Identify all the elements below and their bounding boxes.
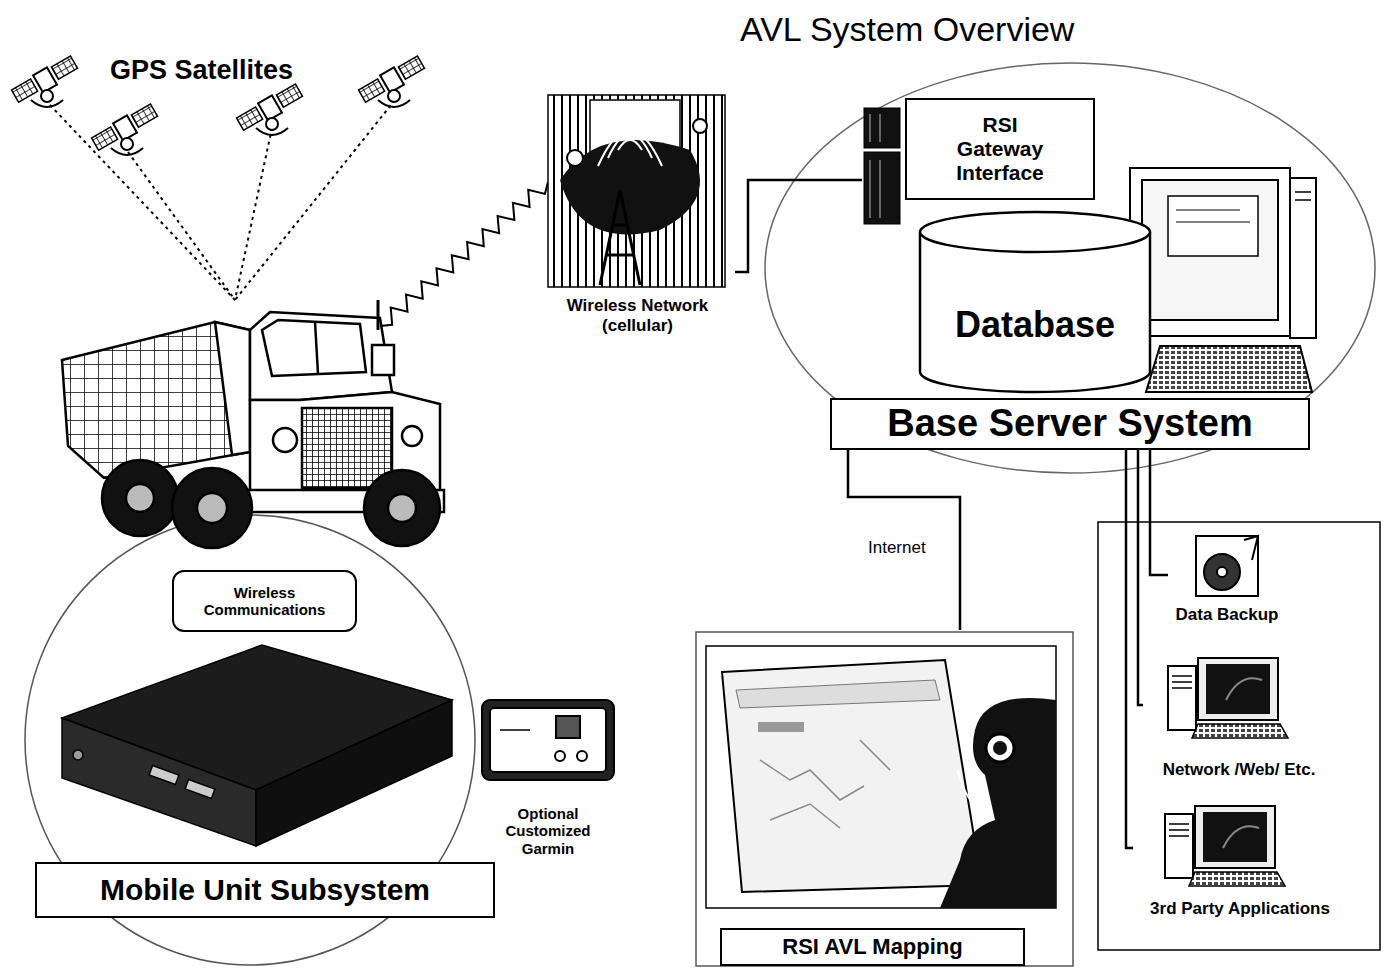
diagram-node: Base Server System RSI Gateway InterfaceD… — [765, 65, 1375, 450]
connector-line — [848, 450, 960, 630]
node-text: RSI Gateway Interface — [945, 113, 1055, 185]
node-text: Wireless Network (cellular) — [555, 296, 720, 335]
node-text: Mobile Unit Subsystem — [100, 873, 430, 908]
diagram-node: Wireless Communications — [172, 570, 357, 632]
item-label: Network /Web/ Etc. — [1143, 756, 1335, 784]
item-label: 3rd Party Applications — [1133, 895, 1347, 923]
node-text: Data Backup — [1176, 605, 1279, 625]
diagram-node: Network /Web/ Etc. — [1143, 650, 1335, 790]
text-label-holder: Optional Customized Garmin — [492, 805, 604, 857]
diagram-node: Database — [920, 215, 1150, 392]
connector-line — [1150, 450, 1168, 575]
node-text: 3rd Party Applications — [1150, 899, 1330, 919]
diagram-node: Wireless Network (cellular) — [540, 92, 735, 342]
computer-icon — [1165, 806, 1285, 886]
text-label-holder: GPS Satellites — [110, 55, 293, 86]
mapping-panel — [696, 632, 1073, 966]
computer-icon — [1168, 658, 1288, 738]
database-label: Database — [920, 297, 1150, 353]
database-cylinder — [920, 212, 1150, 392]
node-text: Network /Web/ Etc. — [1163, 760, 1316, 780]
gateway-box: RSI Gateway Interface — [905, 98, 1095, 200]
node-text: Wireless Communications — [180, 584, 350, 619]
edge-label: Internet — [866, 538, 928, 558]
server-band: Base Server System — [830, 398, 1310, 450]
cell-tower — [548, 95, 725, 287]
network-label: Wireless Network (cellular) — [548, 292, 727, 340]
diagram-node: RSI AVL Mapping — [693, 630, 1075, 970]
gps-satellites — [12, 56, 425, 300]
node-text: Database — [955, 304, 1115, 345]
radio-link — [380, 182, 548, 326]
item-label: Data Backup — [1168, 601, 1286, 629]
comm-box: Wireless Communications — [172, 570, 357, 632]
subsystem-band: Mobile Unit Subsystem — [35, 862, 495, 918]
garmin-device — [482, 700, 614, 780]
gateway-hardware — [864, 108, 900, 224]
applications-panel — [1098, 522, 1380, 950]
diagram-node: 3rd Party Applications — [1133, 795, 1347, 935]
diagram-node: Data Backup — [1168, 530, 1286, 630]
connector-line — [1138, 450, 1143, 705]
desktop-computer — [1130, 168, 1316, 392]
diagram-node: RSI Gateway Interface — [862, 98, 1095, 200]
text-label: GPS Satellites — [110, 55, 293, 86]
text-label: Optional Customized Garmin — [492, 805, 604, 857]
base-server-region — [765, 63, 1375, 473]
mobile-unit-device — [62, 645, 452, 846]
diagram-title: AVL System Overview — [740, 10, 1074, 49]
connector-line — [735, 180, 862, 272]
mapping-label-box: RSI AVL Mapping — [720, 928, 1025, 966]
diagram-node: Mobile Unit Subsystem Wireless Communicat… — [25, 515, 495, 920]
diagram-title-holder: AVL System Overview — [740, 10, 1074, 49]
connector-line — [1126, 450, 1133, 848]
edge-label-holder: Internet — [866, 538, 928, 558]
node-text: RSI AVL Mapping — [782, 934, 962, 959]
dump-truck — [62, 300, 444, 548]
backup-disc-icon — [1196, 536, 1258, 596]
node-text: Base Server System — [887, 402, 1252, 446]
